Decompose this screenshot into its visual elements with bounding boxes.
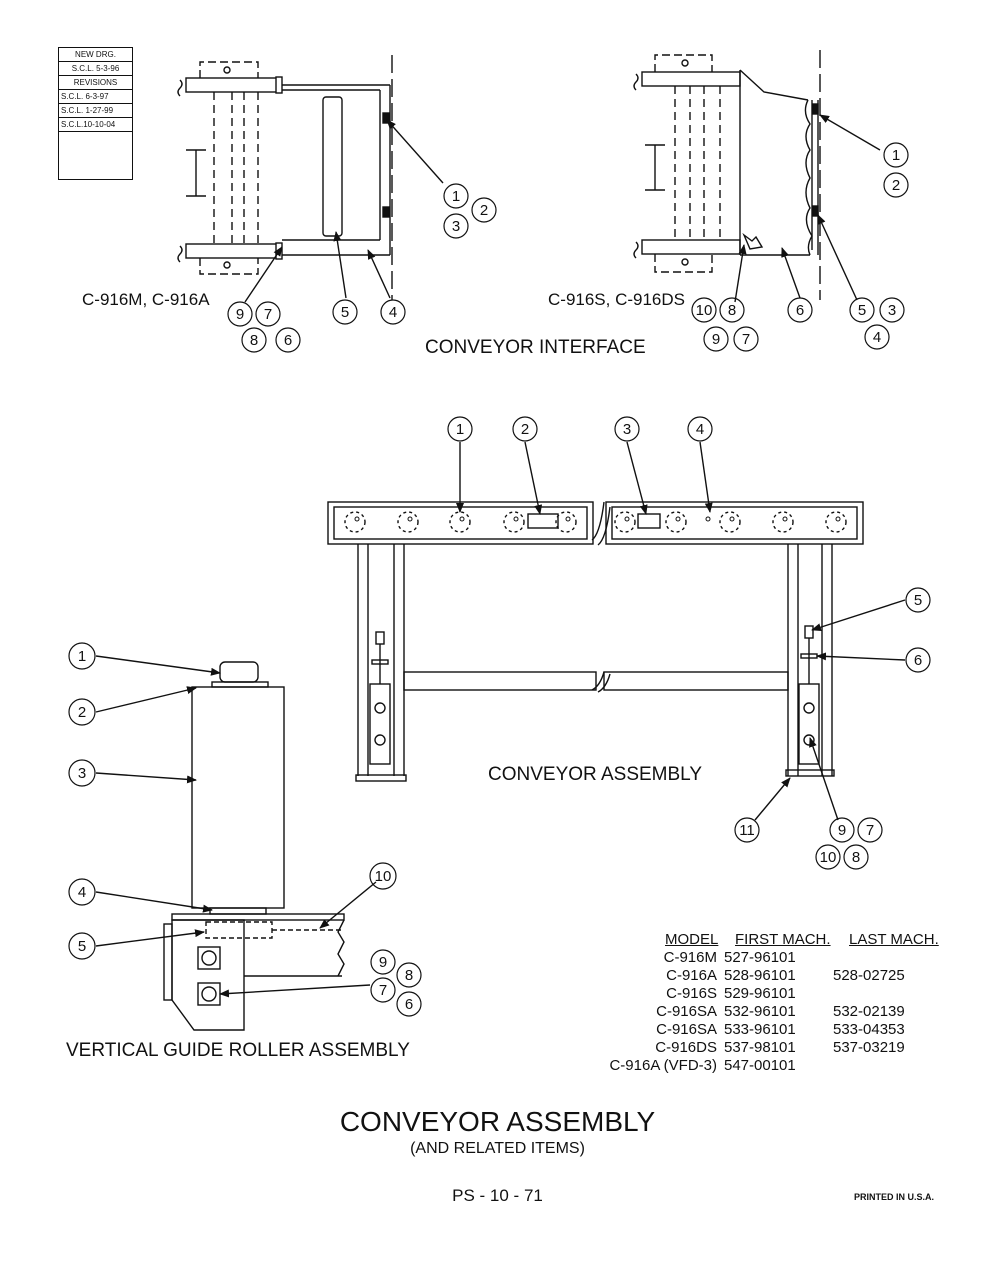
- callout-label: 10: [820, 849, 837, 866]
- model-table: MODEL FIRST MACH. LAST MACH. C-916M 527-9…: [600, 931, 959, 1075]
- callout-label: 6: [914, 652, 922, 669]
- last-mach-cell: 532-02139: [833, 1003, 905, 1020]
- callout-label: 4: [78, 884, 86, 901]
- callout-label: 7: [866, 822, 874, 839]
- callout-label: 1: [892, 147, 900, 164]
- callout-label: 2: [892, 177, 900, 194]
- model-cell: C-916A: [666, 967, 717, 984]
- last-mach-cell: [833, 1057, 943, 1075]
- callout-label: 1: [452, 188, 460, 205]
- revision-entry: S.C.L.10-10-04: [59, 118, 132, 132]
- callout-label: 8: [852, 849, 860, 866]
- table-row: C-916SA 532-96101 532-02139: [600, 1003, 959, 1021]
- callout-label: 10: [375, 868, 392, 885]
- callout-label: 10: [696, 302, 713, 319]
- callout-label: 1: [78, 648, 86, 665]
- page-subtitle: (AND RELATED ITEMS): [410, 1140, 585, 1157]
- first-mach-cell: 528-96101: [724, 967, 796, 984]
- callout-label: 2: [480, 202, 488, 219]
- callout-label: 6: [284, 332, 292, 349]
- revision-entry: S.C.L. 1-27-99: [59, 104, 132, 118]
- first-mach-cell: 537-98101: [724, 1039, 796, 1056]
- first-mach-cell: 547-00101: [724, 1057, 796, 1074]
- last-mach-cell: 537-03219: [833, 1039, 905, 1056]
- page-number: PS - 10 - 71: [452, 1186, 543, 1205]
- model-cell: C-916SA: [656, 1003, 717, 1020]
- conveyor-assembly-drawing: [327, 441, 906, 821]
- callout-label: 3: [78, 765, 86, 782]
- callout-label: 4: [389, 304, 397, 321]
- callout-label: 5: [914, 592, 922, 609]
- callout-label: 9: [838, 822, 846, 839]
- callout-label: 5: [341, 304, 349, 321]
- interface-right-drawing: [633, 50, 881, 303]
- conveyor-assembly-caption: CONVEYOR ASSEMBLY: [488, 764, 702, 785]
- table-row: C-916M 527-96101: [600, 949, 959, 967]
- interface-left-drawing: [177, 55, 444, 303]
- guide-roller-caption: VERTICAL GUIDE ROLLER ASSEMBLY: [66, 1040, 410, 1061]
- model-cell: C-916SA: [656, 1021, 717, 1038]
- interface-callouts: [227, 142, 909, 353]
- revisions-label: REVISIONS: [59, 76, 132, 90]
- last-mach-cell: [833, 985, 943, 1003]
- page-title: CONVEYOR ASSEMBLY: [339, 1106, 656, 1137]
- callout-label: 1: [456, 421, 464, 438]
- callout-label: 4: [696, 421, 704, 438]
- table-row: C-916DS 537-98101 537-03219: [600, 1039, 959, 1057]
- printed-in-label: PRINTED IN U.S.A.: [854, 1192, 935, 1202]
- last-mach-cell: 533-04353: [833, 1021, 905, 1038]
- new-drawing-date: S.C.L. 5-3-96: [59, 62, 132, 76]
- callout-label: 7: [264, 306, 272, 323]
- revision-entry: S.C.L. 6-3-97: [59, 90, 132, 104]
- interface-right-models: C-916S, C-916DS: [548, 290, 686, 309]
- first-mach-cell: 527-96101: [724, 949, 796, 966]
- callout-label: 7: [742, 331, 750, 348]
- model-cell: C-916M: [663, 949, 717, 966]
- callout-label: 8: [405, 967, 413, 984]
- model-cell: C-916DS: [655, 1039, 717, 1056]
- header-first-mach: FIRST MACH.: [735, 931, 831, 948]
- callout-label: 2: [78, 704, 86, 721]
- table-row: C-916A (VFD-3) 547-00101: [600, 1057, 959, 1075]
- callout-label: 2: [521, 421, 529, 438]
- callout-label: 8: [250, 332, 258, 349]
- interface-caption: CONVEYOR INTERFACE: [425, 337, 646, 358]
- callout-label: 3: [888, 302, 896, 319]
- callout-label: 9: [236, 306, 244, 323]
- revision-block: NEW DRG. S.C.L. 5-3-96 REVISIONS S.C.L. …: [58, 47, 133, 180]
- header-model: MODEL: [665, 931, 719, 948]
- callout-label: 9: [379, 954, 387, 971]
- callout-label: 9: [712, 331, 720, 348]
- callout-label: 6: [405, 996, 413, 1013]
- guide-roller-callouts: [68, 642, 422, 1017]
- table-row: C-916A 528-96101 528-02725: [600, 967, 959, 985]
- first-mach-cell: 532-96101: [724, 1003, 796, 1020]
- first-mach-cell: 529-96101: [724, 985, 796, 1002]
- callout-label: 11: [739, 822, 755, 839]
- header-last-mach: LAST MACH.: [849, 931, 939, 948]
- last-mach-cell: 528-02725: [833, 967, 905, 984]
- callout-label: 4: [873, 329, 881, 346]
- table-row: C-916S 529-96101: [600, 985, 959, 1003]
- callout-label: 6: [796, 302, 804, 319]
- model-table-header: MODEL FIRST MACH. LAST MACH.: [600, 931, 959, 949]
- callout-label: 5: [78, 938, 86, 955]
- first-mach-cell: 533-96101: [724, 1021, 796, 1038]
- last-mach-cell: [833, 949, 943, 967]
- table-row: C-916SA 533-96101 533-04353: [600, 1021, 959, 1039]
- callout-label: 7: [379, 982, 387, 999]
- guide-roller-drawing: [95, 655, 377, 1031]
- new-drawing-label: NEW DRG.: [59, 48, 132, 62]
- callout-labels: 1 2 3 9 7 8 6 5 4 1 2 10 8 9 7 6 5 3 4 1…: [78, 147, 922, 1013]
- interface-left-models: C-916M, C-916A: [82, 290, 210, 309]
- callout-label: 3: [452, 218, 460, 235]
- model-cell: C-916S: [666, 985, 717, 1002]
- conveyor-assembly-callouts: [447, 416, 931, 870]
- callout-label: 3: [623, 421, 631, 438]
- callout-label: 8: [728, 302, 736, 319]
- model-cell: C-916A (VFD-3): [609, 1057, 717, 1074]
- callout-label: 5: [858, 302, 866, 319]
